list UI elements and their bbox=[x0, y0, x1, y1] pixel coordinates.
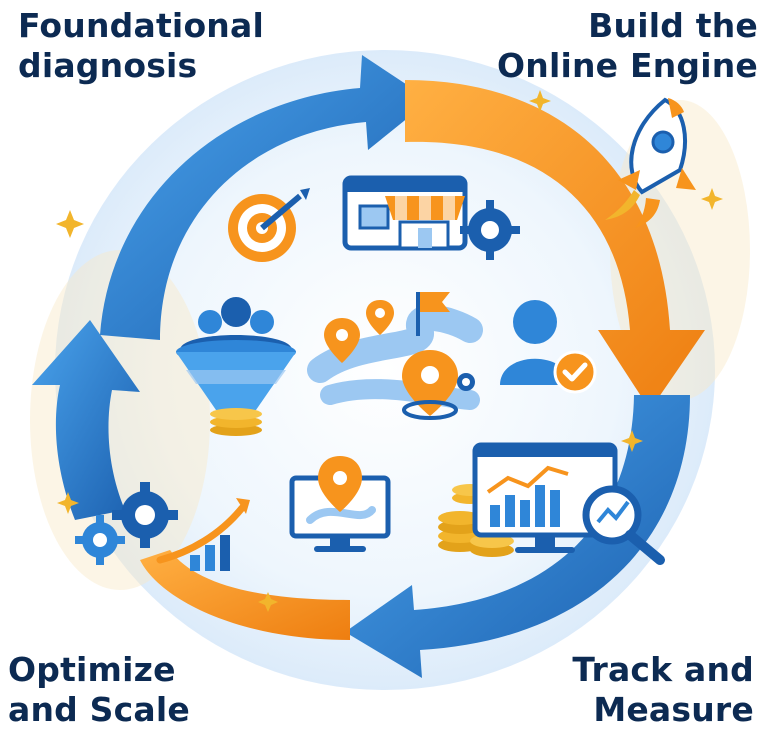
stage-label-line2: Measure bbox=[593, 690, 754, 729]
stage-label-build-online-engine: Build the Online Engine bbox=[497, 6, 758, 86]
growth-chart-icon bbox=[156, 498, 250, 571]
user-check-icon bbox=[500, 300, 597, 394]
stage-label-foundational-diagnosis: Foundational diagnosis bbox=[18, 6, 264, 86]
stage-label-line1: Track and bbox=[572, 650, 754, 689]
stage-label-line1: Build the bbox=[588, 6, 758, 45]
map-pins-icon bbox=[307, 292, 483, 420]
stage-label-optimize-scale: Optimize and Scale bbox=[8, 650, 190, 730]
target-icon bbox=[228, 188, 310, 262]
gear-icon bbox=[460, 200, 520, 260]
storefront-icon bbox=[342, 175, 468, 251]
stage-label-line2: and Scale bbox=[8, 690, 190, 729]
rocket-icon bbox=[605, 97, 696, 228]
stage-label-line2: Online Engine bbox=[497, 46, 758, 85]
arrow-orange-right bbox=[405, 80, 705, 410]
arrow-orange-bottom bbox=[140, 550, 350, 640]
analytics-dashboard-icon bbox=[472, 442, 618, 553]
arrow-blue-top bbox=[100, 55, 430, 340]
stage-label-line1: Optimize bbox=[8, 650, 176, 689]
funnel-icon bbox=[176, 297, 296, 436]
stage-label-track-measure: Track and Measure bbox=[572, 650, 754, 730]
arrow-blue-left bbox=[32, 320, 140, 520]
sparkles bbox=[56, 90, 723, 612]
stage-label-line1: Foundational bbox=[18, 6, 264, 45]
magnifier-icon bbox=[582, 485, 665, 565]
gears-icon bbox=[75, 482, 178, 565]
stage-label-line2: diagnosis bbox=[18, 46, 198, 85]
monitor-location-icon bbox=[289, 456, 391, 552]
